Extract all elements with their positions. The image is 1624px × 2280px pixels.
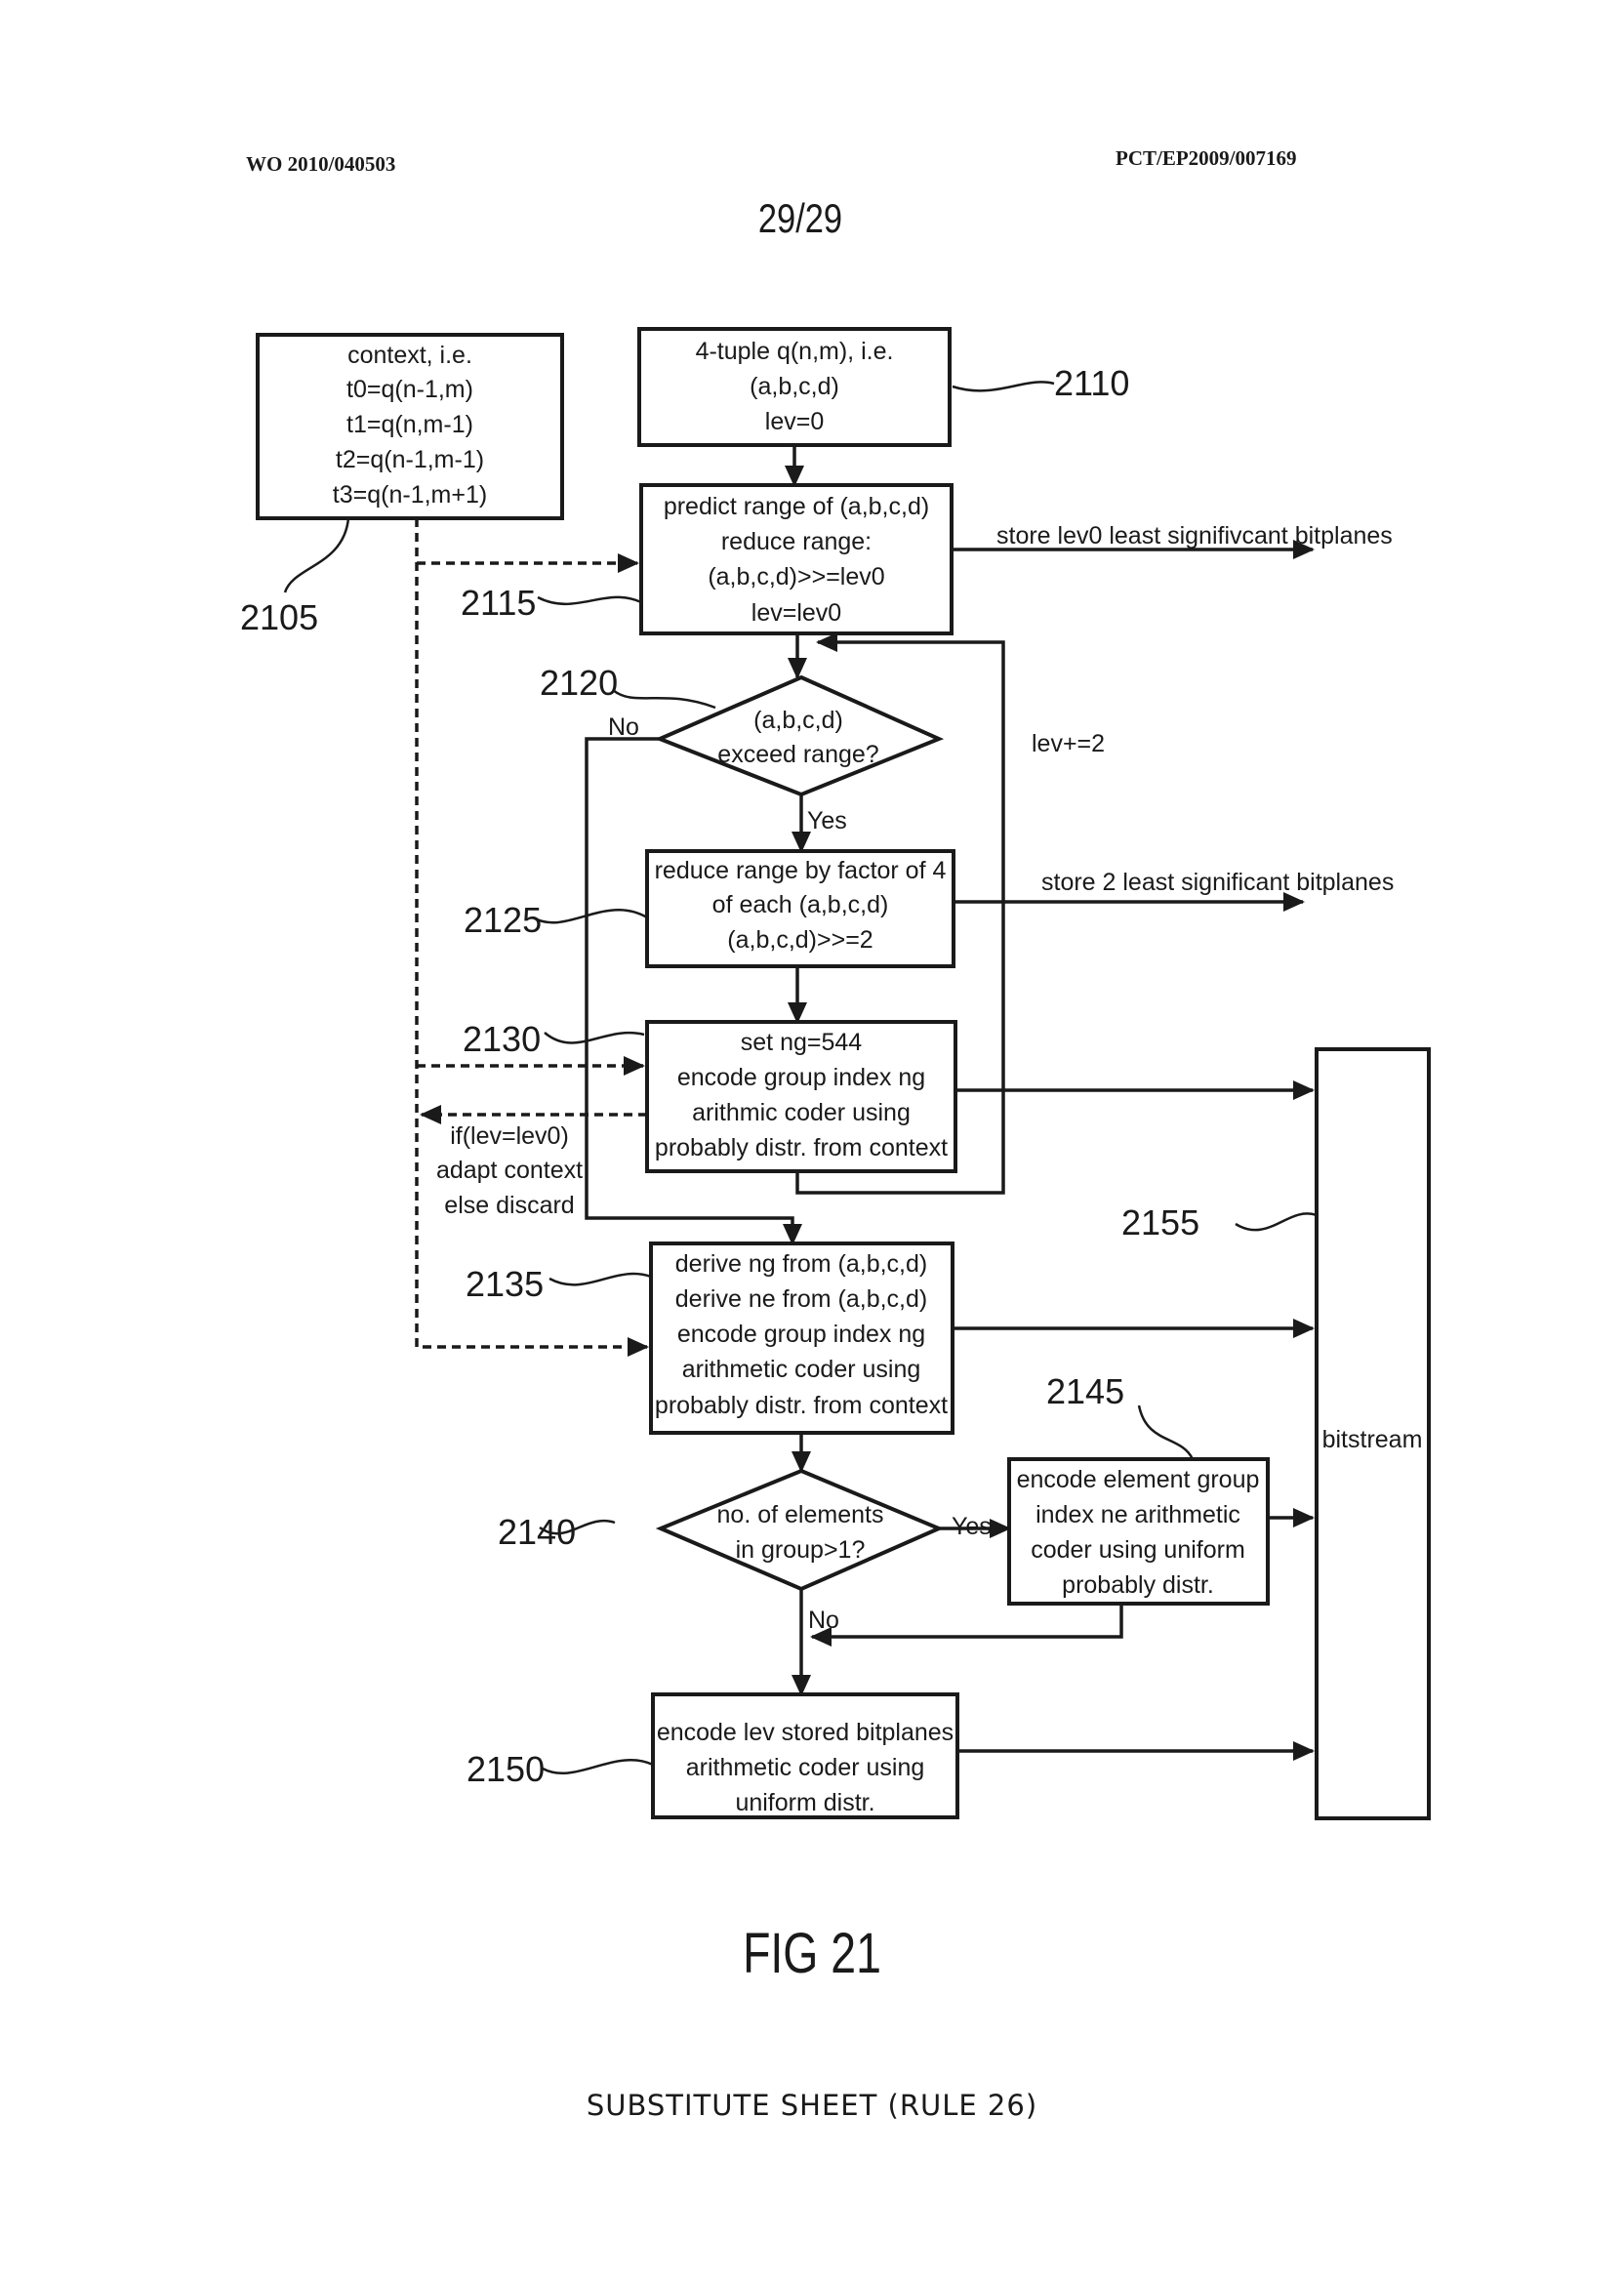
context-line-1: context, i.e.: [347, 342, 472, 369]
escape-line-3: arithmic coder using: [692, 1099, 911, 1126]
tuple-line-2: (a,b,c,d): [750, 373, 839, 400]
ref-2110: 2110: [1054, 363, 1129, 403]
element-group-line-4: probably distr.: [1062, 1571, 1214, 1599]
ref-2140: 2140: [498, 1512, 576, 1552]
ref-2150: 2150: [467, 1749, 545, 1789]
ref-2145: 2145: [1046, 1371, 1124, 1411]
bitstream-label: bitstream: [1322, 1426, 1423, 1453]
context-line-2: t0=q(n-1,m): [346, 376, 473, 403]
derive-line-4: arithmetic coder using: [682, 1356, 921, 1383]
ref-2120: 2120: [540, 663, 618, 703]
adapt-line-3: else discard: [444, 1192, 574, 1219]
page-number: 29/29: [757, 195, 843, 241]
element-group-line-1: encode element group: [1017, 1466, 1260, 1493]
elements-decision: [655, 1468, 945, 1592]
bitplanes-box: [651, 1692, 959, 1819]
exceed-line-1: (a,b,c,d): [753, 707, 843, 734]
leader-2120: [612, 689, 716, 710]
elements-line-2: in group>1?: [736, 1536, 866, 1564]
tuple-line-3: lev=0: [765, 408, 824, 435]
leader-2130: [544, 1032, 645, 1044]
ref-2105: 2105: [240, 597, 318, 637]
escape-encode-box: [645, 1020, 957, 1173]
ref-2125: 2125: [464, 900, 542, 940]
escape-line-4: probably distr. from context: [655, 1134, 948, 1161]
leader-2110: [952, 381, 1055, 392]
derive-line-3: encode group index ng: [677, 1321, 925, 1348]
leader-2115: [537, 595, 642, 606]
element-group-line-3: coder using uniform: [1031, 1536, 1245, 1564]
elements-line-1: no. of elements: [717, 1501, 884, 1528]
derive-line-2: derive ne from (a,b,c,d): [675, 1285, 927, 1313]
context-line-4: t2=q(n-1,m-1): [336, 446, 484, 473]
store-2-label: store 2 least significant bitplanes: [1041, 869, 1394, 896]
footer-note: SUBSTITUTE SHEET (RULE 26): [586, 2089, 1038, 2122]
elements-yes-label: Yes: [952, 1513, 992, 1540]
leader-2125: [532, 908, 648, 924]
reduce-range-box: [645, 849, 955, 968]
application-number: PCT/EP2009/007169: [1116, 146, 1297, 170]
ref-2155: 2155: [1121, 1202, 1199, 1242]
bitstream-box: [1315, 1047, 1431, 1820]
exceed-range-decision: [654, 674, 945, 797]
arrow-element-group-return: [810, 1604, 1123, 1647]
escape-line-1: set ng=544: [741, 1029, 863, 1056]
figure-title: FIG 21: [743, 1922, 881, 1985]
lev-increment-label: lev+=2: [1032, 730, 1105, 757]
reduce-line-1: reduce range by factor of 4: [655, 857, 947, 884]
element-group-line-2: index ne arithmetic: [1035, 1501, 1240, 1528]
leader-2105: [283, 517, 350, 593]
exceed-no-label: No: [608, 713, 639, 741]
predict-line-1: predict range of (a,b,c,d): [664, 493, 929, 520]
leader-2150: [542, 1759, 654, 1774]
escape-line-2: encode group index ng: [677, 1064, 925, 1091]
bitplanes-line-3: uniform distr.: [735, 1789, 874, 1816]
exceed-yes-label: Yes: [807, 807, 847, 835]
predict-line-3: (a,b,c,d)>>=lev0: [708, 563, 884, 590]
leader-2155: [1235, 1212, 1318, 1232]
elements-no-label: No: [808, 1607, 839, 1634]
derive-line-1: derive ng from (a,b,c,d): [675, 1250, 927, 1278]
adapt-line-1: if(lev=lev0): [450, 1122, 569, 1150]
ref-2130: 2130: [463, 1019, 541, 1059]
arrow-exceed-no: [585, 737, 802, 1245]
bitplanes-line-1: encode lev stored bitplanes: [657, 1719, 954, 1746]
adapt-line-2: adapt context: [436, 1157, 583, 1184]
publication-number: WO 2010/040503: [246, 152, 396, 176]
element-group-box: [1007, 1457, 1270, 1606]
predict-line-4: lev=lev0: [751, 599, 841, 627]
reduce-line-2: of each (a,b,c,d): [712, 891, 889, 918]
leader-2135: [548, 1272, 652, 1286]
ref-2115: 2115: [461, 583, 536, 623]
predict-line-2: reduce range:: [721, 528, 872, 555]
context-line-3: t1=q(n,m-1): [346, 411, 473, 438]
derive-line-5: probably distr. from context: [655, 1392, 948, 1419]
leader-2140: [539, 1520, 616, 1535]
exceed-line-2: exceed range?: [717, 741, 878, 768]
leader-2145: [1137, 1405, 1195, 1460]
store-lev0-label: store lev0 least signifivcant bitplanes: [996, 522, 1393, 550]
context-line-5: t3=q(n-1,m+1): [333, 481, 487, 509]
ref-2135: 2135: [466, 1264, 544, 1304]
bitplanes-line-2: arithmetic coder using: [686, 1754, 925, 1781]
reduce-line-3: (a,b,c,d)>>=2: [727, 926, 873, 954]
tuple-line-1: 4-tuple q(n,m), i.e.: [696, 338, 894, 365]
arrow-loop-back: [795, 632, 1005, 1195]
context-box: [256, 333, 564, 520]
dashed-context-line: [415, 518, 649, 1357]
